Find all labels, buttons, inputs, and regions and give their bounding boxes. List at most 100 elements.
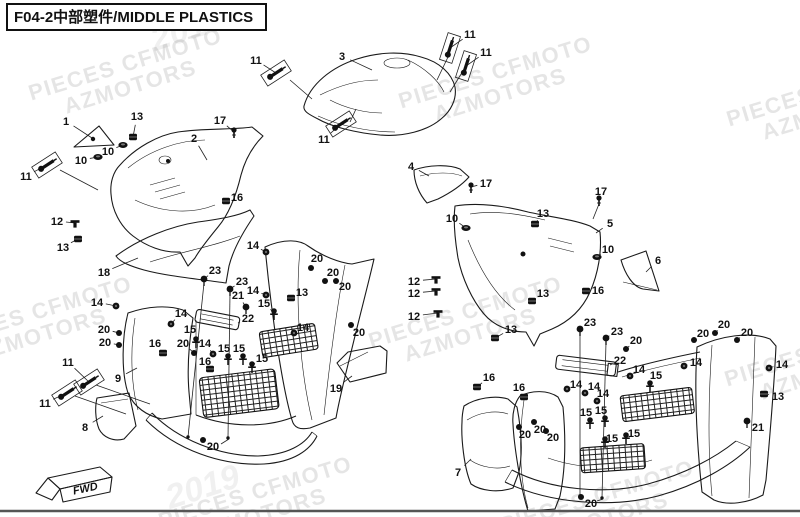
callout-12: 12: [408, 288, 420, 300]
push-icon: [308, 265, 314, 271]
callout-13: 13: [537, 208, 549, 220]
callout-15: 15: [184, 324, 196, 336]
nut-icon: [112, 302, 120, 310]
part-18-inner-panel: [115, 209, 255, 284]
screwbox-icon: [438, 32, 462, 64]
callout-20: 20: [177, 338, 189, 350]
nut-icon: [593, 397, 601, 405]
clip-icon: [520, 393, 528, 401]
callout-11: 11: [20, 171, 32, 183]
nut-icon: [262, 291, 270, 299]
callout-16: 16: [592, 285, 604, 297]
callout-22: 22: [242, 313, 254, 325]
callout-17: 17: [214, 115, 226, 127]
callout-15: 15: [650, 370, 662, 382]
push-icon: [531, 419, 537, 425]
callout-20: 20: [99, 337, 111, 349]
bolt15-icon: [270, 308, 278, 320]
callout-20: 20: [630, 335, 642, 347]
bolt-icon: [200, 275, 208, 286]
part-7-mud-flap-right: [461, 396, 522, 492]
callout-13: 13: [505, 324, 517, 336]
bolt-icon: [576, 325, 584, 336]
nut-icon: [680, 362, 688, 370]
push-icon: [691, 337, 697, 343]
grommet-icon: [118, 142, 128, 148]
callout-16: 16: [149, 338, 161, 350]
bolt-icon: [743, 417, 751, 428]
grommet-icon: [592, 254, 602, 260]
callout-21: 21: [232, 290, 244, 302]
right-footwell-divider: [512, 391, 566, 512]
callout-14: 14: [588, 381, 601, 393]
callout-14: 14: [597, 388, 610, 400]
nut-icon: [209, 350, 217, 358]
callout-11: 11: [62, 357, 74, 369]
callout-15: 15: [606, 433, 618, 445]
callout-20: 20: [339, 281, 351, 293]
callout-23: 23: [236, 276, 248, 288]
fwd-arrow: FWD: [35, 466, 113, 503]
clip-icon: [129, 133, 137, 141]
left-footrest-lower: [198, 368, 280, 418]
rivet-icon: [70, 220, 80, 228]
callout-18: 18: [98, 267, 110, 279]
callout-20: 20: [585, 498, 597, 510]
callout-14: 14: [199, 338, 212, 350]
callout-15: 15: [628, 428, 640, 440]
clip-icon: [531, 220, 539, 228]
part-3-tank-cover: [303, 52, 456, 136]
callout-16: 16: [483, 372, 495, 384]
callout-14: 14: [247, 285, 260, 297]
callout-9: 9: [115, 373, 121, 385]
screw-icon: [231, 127, 237, 138]
screwbox-icon: [51, 379, 83, 407]
callout-2: 2: [191, 133, 197, 145]
push-icon: [623, 346, 629, 352]
clip-icon: [528, 297, 536, 305]
part-5-side-panel-right: [453, 203, 602, 347]
callout-11: 11: [464, 29, 476, 41]
callout-12: 12: [408, 311, 420, 323]
callout-19: 19: [330, 383, 342, 395]
callout-20: 20: [534, 424, 546, 436]
callout-13: 13: [131, 111, 143, 123]
callout-1: 1: [63, 116, 69, 128]
callout-14: 14: [570, 379, 583, 391]
push-icon: [712, 330, 718, 336]
callout-20: 20: [547, 432, 559, 444]
left-footrest-upper: [258, 323, 319, 358]
callout-10: 10: [75, 155, 87, 167]
callout-20: 20: [207, 441, 219, 453]
callout-14: 14: [91, 297, 104, 309]
callout-10: 10: [446, 213, 458, 225]
callout-11: 11: [39, 398, 51, 410]
fwd-label: FWD: [72, 481, 99, 498]
grommet-icon: [461, 225, 471, 231]
left-footwell-floor: [145, 320, 318, 465]
part-9-footwell-side-left: [122, 306, 194, 420]
bolt15-icon: [239, 353, 247, 365]
bolt15-icon: [622, 432, 630, 444]
callout-13: 13: [772, 391, 784, 403]
part-1-cover: [73, 125, 115, 148]
nut-icon: [290, 329, 298, 337]
screw-icon: [468, 182, 474, 193]
part-19-floor-mat: [336, 345, 388, 383]
push-icon: [200, 437, 206, 443]
push-icon: [322, 278, 328, 284]
callout-15: 15: [595, 405, 607, 417]
screwbox-icon: [325, 110, 357, 138]
callout-15: 15: [256, 353, 268, 365]
callout-16: 16: [231, 192, 243, 204]
bolt15-icon: [601, 436, 609, 448]
callout-20: 20: [98, 324, 110, 336]
callout-5: 5: [607, 218, 613, 230]
screwbox-icon: [31, 151, 63, 179]
clip-icon: [222, 197, 230, 205]
callout-6: 6: [655, 255, 661, 267]
screwbox-icon: [454, 50, 478, 82]
nut-icon: [765, 364, 773, 372]
